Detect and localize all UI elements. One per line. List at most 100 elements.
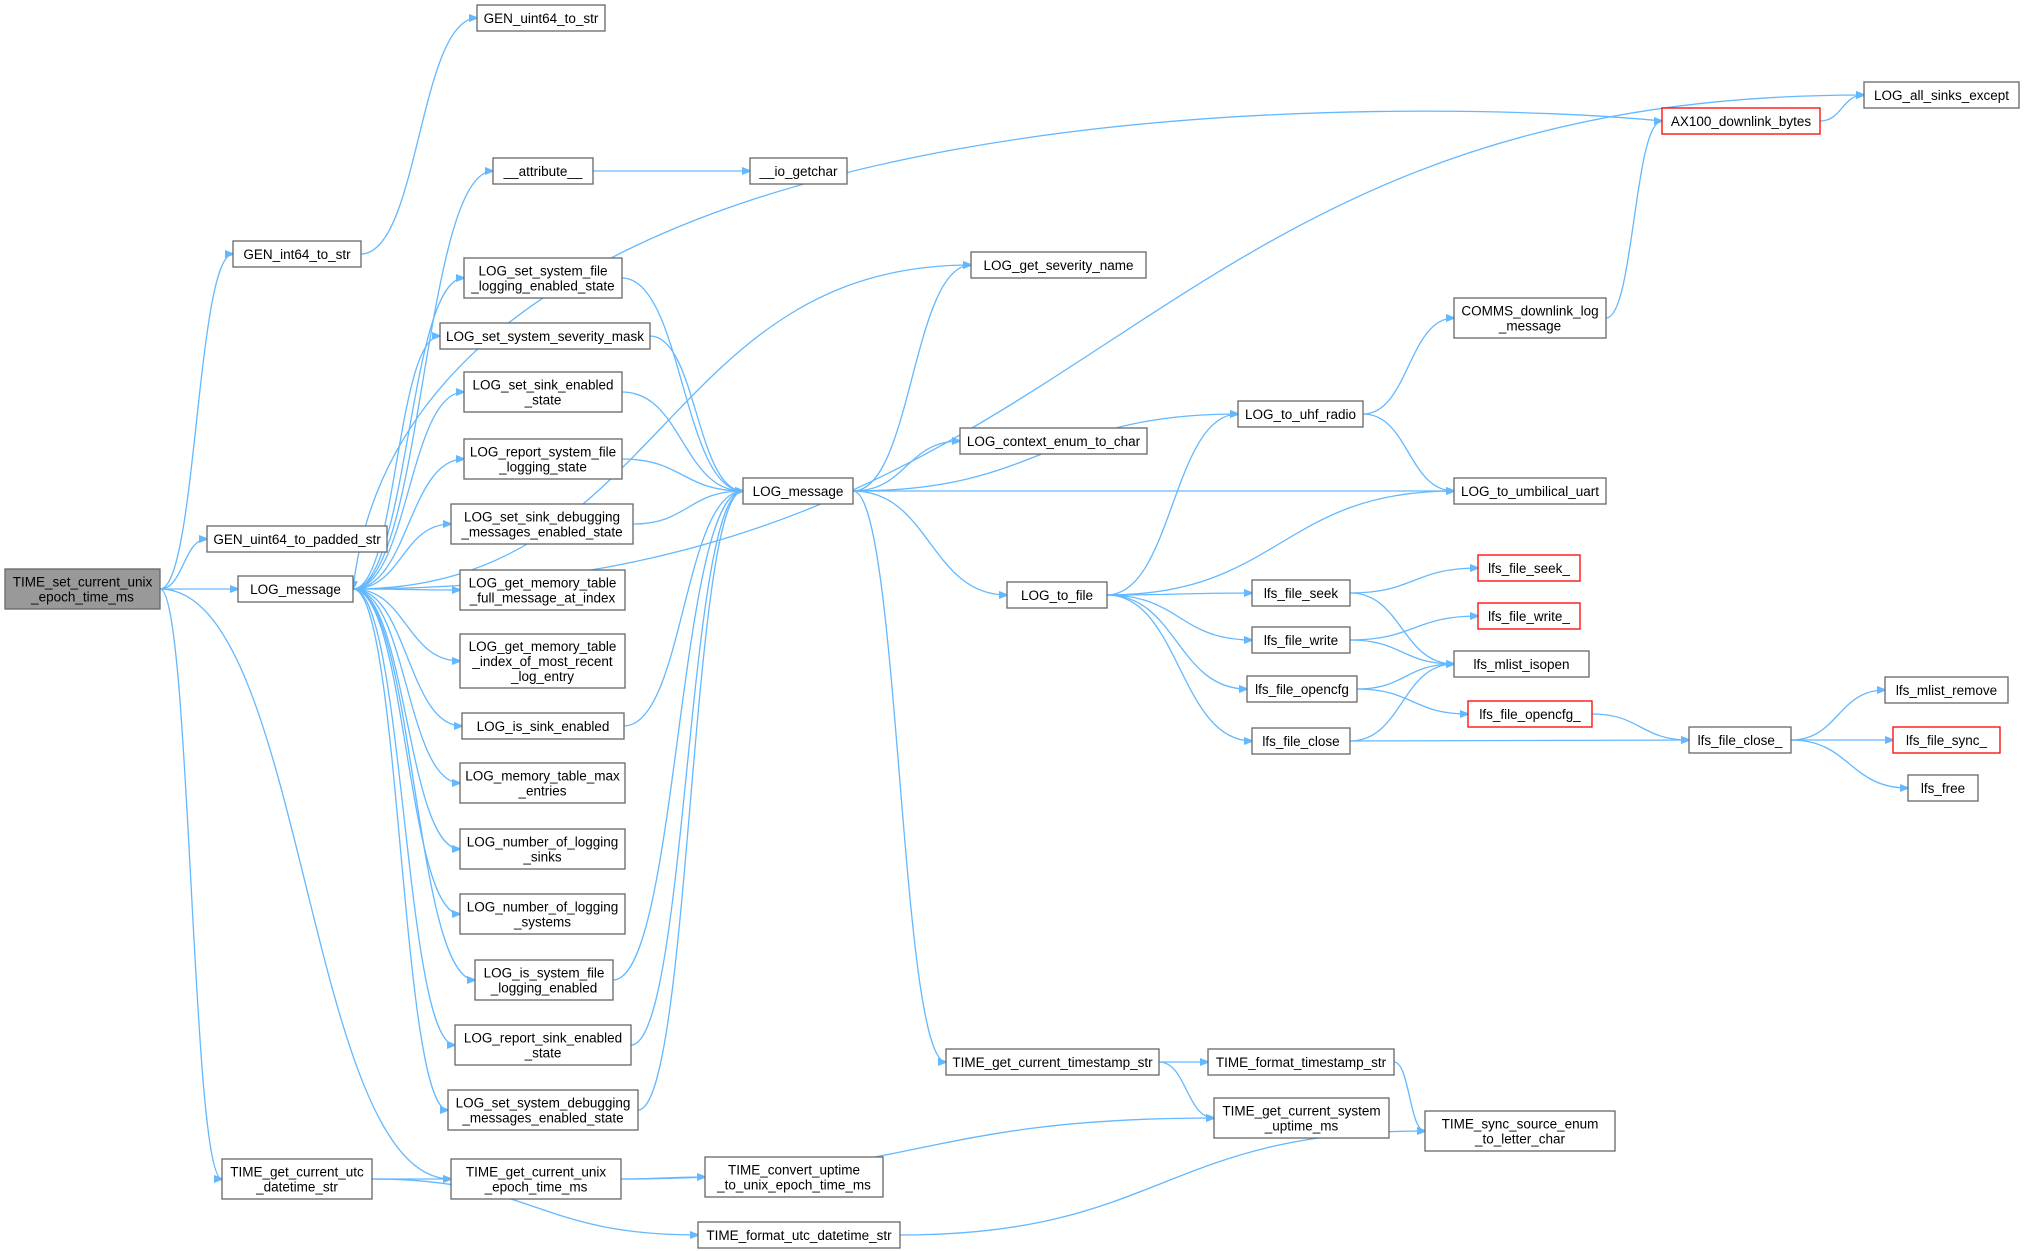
node-fmt-utc[interactable]: TIME_format_utc_datetime_str — [697, 1221, 901, 1249]
node-time-utc-str[interactable]: TIME_get_current_utc_datetime_str — [221, 1158, 373, 1200]
node-label: _systems — [513, 915, 571, 930]
edge-log_msg_b-to-to_file — [852, 490, 1007, 595]
node-lfs-sync-[interactable]: lfs_file_sync_ — [1892, 726, 2001, 754]
node-mem-full[interactable]: LOG_get_memory_table_full_message_at_ind… — [459, 569, 626, 611]
node-conv-uptime[interactable]: TIME_convert_uptime_to_unix_epoch_time_m… — [704, 1156, 884, 1198]
node-box — [1424, 1110, 1616, 1152]
node-to-uhf[interactable]: LOG_to_uhf_radio — [1237, 400, 1364, 428]
node-box — [1477, 602, 1581, 630]
node-lfs-isopen[interactable]: lfs_mlist_isopen — [1453, 650, 1590, 678]
node-attribute[interactable]: __attribute__ — [492, 157, 594, 185]
edge-log_msg_a-to-is_sink_en — [352, 588, 462, 726]
node-lfs-close-[interactable]: lfs_file_close_ — [1688, 726, 1792, 754]
node-label: _epoch_time_ms — [30, 590, 134, 605]
node-lfs-opencfg[interactable]: lfs_file_opencfg — [1246, 675, 1358, 703]
node-uptime[interactable]: TIME_get_current_system_uptime_ms — [1213, 1097, 1390, 1139]
node-box — [492, 157, 594, 185]
node-box — [1453, 297, 1607, 339]
node-io-getchar[interactable]: __io_getchar — [749, 157, 848, 185]
node-box — [1251, 727, 1351, 755]
node-label: TIME_sync_source_enum — [1442, 1117, 1599, 1132]
node-comms-dl[interactable]: COMMS_downlink_log_message — [1453, 297, 1607, 339]
node-log-msg-a[interactable]: LOG_message — [237, 575, 354, 603]
node-gen-int64[interactable]: GEN_int64_to_str — [232, 240, 362, 268]
node-label: AX100_downlink_bytes — [1671, 114, 1812, 129]
node-lfs-remove[interactable]: lfs_mlist_remove — [1884, 676, 2009, 704]
node-ctx-enum[interactable]: LOG_context_enum_to_char — [959, 427, 1148, 455]
node-to-uart[interactable]: LOG_to_umbilical_uart — [1453, 477, 1607, 505]
node-label: lfs_file_close — [1262, 734, 1339, 749]
node-lfs-write[interactable]: lfs_file_write — [1251, 626, 1351, 654]
node-mem-max[interactable]: LOG_memory_table_max_entries — [459, 762, 626, 804]
edge-log_msg_a-to-report_sink_en — [352, 588, 455, 1045]
node-all-sinks[interactable]: LOG_all_sinks_except — [1863, 81, 2020, 109]
node-ts-str[interactable]: TIME_get_current_timestamp_str — [945, 1048, 1160, 1076]
node-report-sys-file[interactable]: LOG_report_system_file_logging_state — [463, 438, 623, 480]
node-num-sinks[interactable]: LOG_number_of_logging_sinks — [459, 828, 626, 870]
node-label: TIME_format_utc_datetime_str — [706, 1228, 892, 1243]
node-lfs-opencfg-[interactable]: lfs_file_opencfg_ — [1467, 700, 1593, 728]
node-set-sys-file[interactable]: LOG_set_system_file_logging_enabled_stat… — [463, 257, 623, 299]
edge-is_sink_en-to-log_msg_b — [623, 491, 743, 727]
node-box — [1246, 675, 1358, 703]
node-box — [450, 1158, 622, 1200]
edge-ax100-to-log_msg_a — [353, 110, 1663, 589]
node-label: LOG_get_memory_table — [469, 639, 617, 654]
node-gen-uint64-pad[interactable]: GEN_uint64_to_padded_str — [206, 525, 388, 553]
node-set-sys-dbg[interactable]: LOG_set_system_debugging_messages_enable… — [447, 1089, 639, 1131]
node-to-file[interactable]: LOG_to_file — [1006, 581, 1108, 609]
edge-log_msg_a-to-attribute — [352, 171, 493, 590]
node-lfs-write-[interactable]: lfs_file_write_ — [1477, 602, 1581, 630]
edge-log_msg_a-to-set_sink_en — [352, 392, 464, 590]
node-lfs-close[interactable]: lfs_file_close — [1251, 727, 1351, 755]
node-label: TIME_set_current_unix — [13, 575, 153, 590]
node-is-sink-en[interactable]: LOG_is_sink_enabled — [461, 712, 625, 740]
edge-log_msg_b-to-ctx_enum — [852, 441, 960, 492]
node-root[interactable]: TIME_set_current_unix_epoch_time_ms — [4, 568, 161, 610]
edge-lfs_close_-to-lfs_free — [1790, 739, 1908, 788]
edge-log_msg_a-to-set_sink_dbg — [352, 524, 451, 590]
edge-fmt_utc-to-sync_src — [899, 1131, 1425, 1236]
node-label: TIME_get_current_utc — [230, 1165, 364, 1180]
node-log-msg-b[interactable]: LOG_message — [742, 477, 854, 505]
node-label: LOG_set_system_severity_mask — [446, 329, 644, 344]
edge-lfs_write-to-lfs_write_ — [1349, 616, 1478, 641]
node-ax100[interactable]: AX100_downlink_bytes — [1661, 107, 1821, 135]
node-fmt-ts[interactable]: TIME_format_timestamp_str — [1207, 1048, 1395, 1076]
node-set-sys-sev[interactable]: LOG_set_system_severity_mask — [439, 322, 651, 350]
node-box — [697, 1221, 901, 1249]
node-box — [459, 633, 626, 689]
node-box — [1453, 650, 1590, 678]
node-box — [1453, 477, 1607, 505]
node-set-sink-en[interactable]: LOG_set_sink_enabled_state — [463, 371, 623, 413]
node-box — [461, 712, 625, 740]
node-num-systems[interactable]: LOG_number_of_logging_systems — [459, 893, 626, 935]
node-lfs-seek[interactable]: lfs_file_seek — [1251, 579, 1351, 607]
node-label: lfs_file_write_ — [1488, 609, 1570, 624]
edge-to_file-to-lfs_seek — [1106, 593, 1252, 595]
edge-log_msg_a-to-set_sys_file — [352, 278, 464, 590]
node-report-sink-en[interactable]: LOG_report_sink_enabled_state — [454, 1024, 632, 1066]
node-lfs-seek-[interactable]: lfs_file_seek_ — [1477, 554, 1581, 582]
node-mem-idx[interactable]: LOG_get_memory_table_index_of_most_recen… — [459, 633, 626, 689]
node-box — [704, 1156, 884, 1198]
node-sync-src[interactable]: TIME_sync_source_enum_to_letter_char — [1424, 1110, 1616, 1152]
node-label: TIME_format_timestamp_str — [1216, 1055, 1387, 1070]
edge-log_msg_a-to-mem_max — [352, 588, 460, 783]
node-is-sys-file[interactable]: LOG_is_system_file_logging_enabled — [474, 959, 614, 1001]
node-set-sink-dbg[interactable]: LOG_set_sink_debugging_messages_enabled_… — [450, 503, 634, 545]
edge-lfs_opencfg-to-lfs_isopen — [1356, 664, 1454, 690]
edge-lfs_seek-to-lfs_isopen — [1349, 592, 1454, 664]
node-label: TIME_get_current_timestamp_str — [952, 1055, 1153, 1070]
node-label: lfs_file_seek_ — [1488, 561, 1570, 576]
node-sev-name[interactable]: LOG_get_severity_name — [970, 251, 1147, 279]
node-lfs-free[interactable]: lfs_free — [1907, 774, 1979, 802]
node-gen-uint64[interactable]: GEN_uint64_to_str — [476, 4, 606, 32]
node-time-unix-ms[interactable]: TIME_get_current_unix_epoch_time_ms — [450, 1158, 622, 1200]
node-label: LOG_set_sink_enabled — [472, 378, 613, 393]
node-label: lfs_file_opencfg — [1255, 682, 1349, 697]
node-box — [463, 371, 623, 413]
node-box — [447, 1089, 639, 1131]
node-box — [463, 438, 623, 480]
edge-gen_int64-to-gen_uint64 — [360, 18, 477, 255]
